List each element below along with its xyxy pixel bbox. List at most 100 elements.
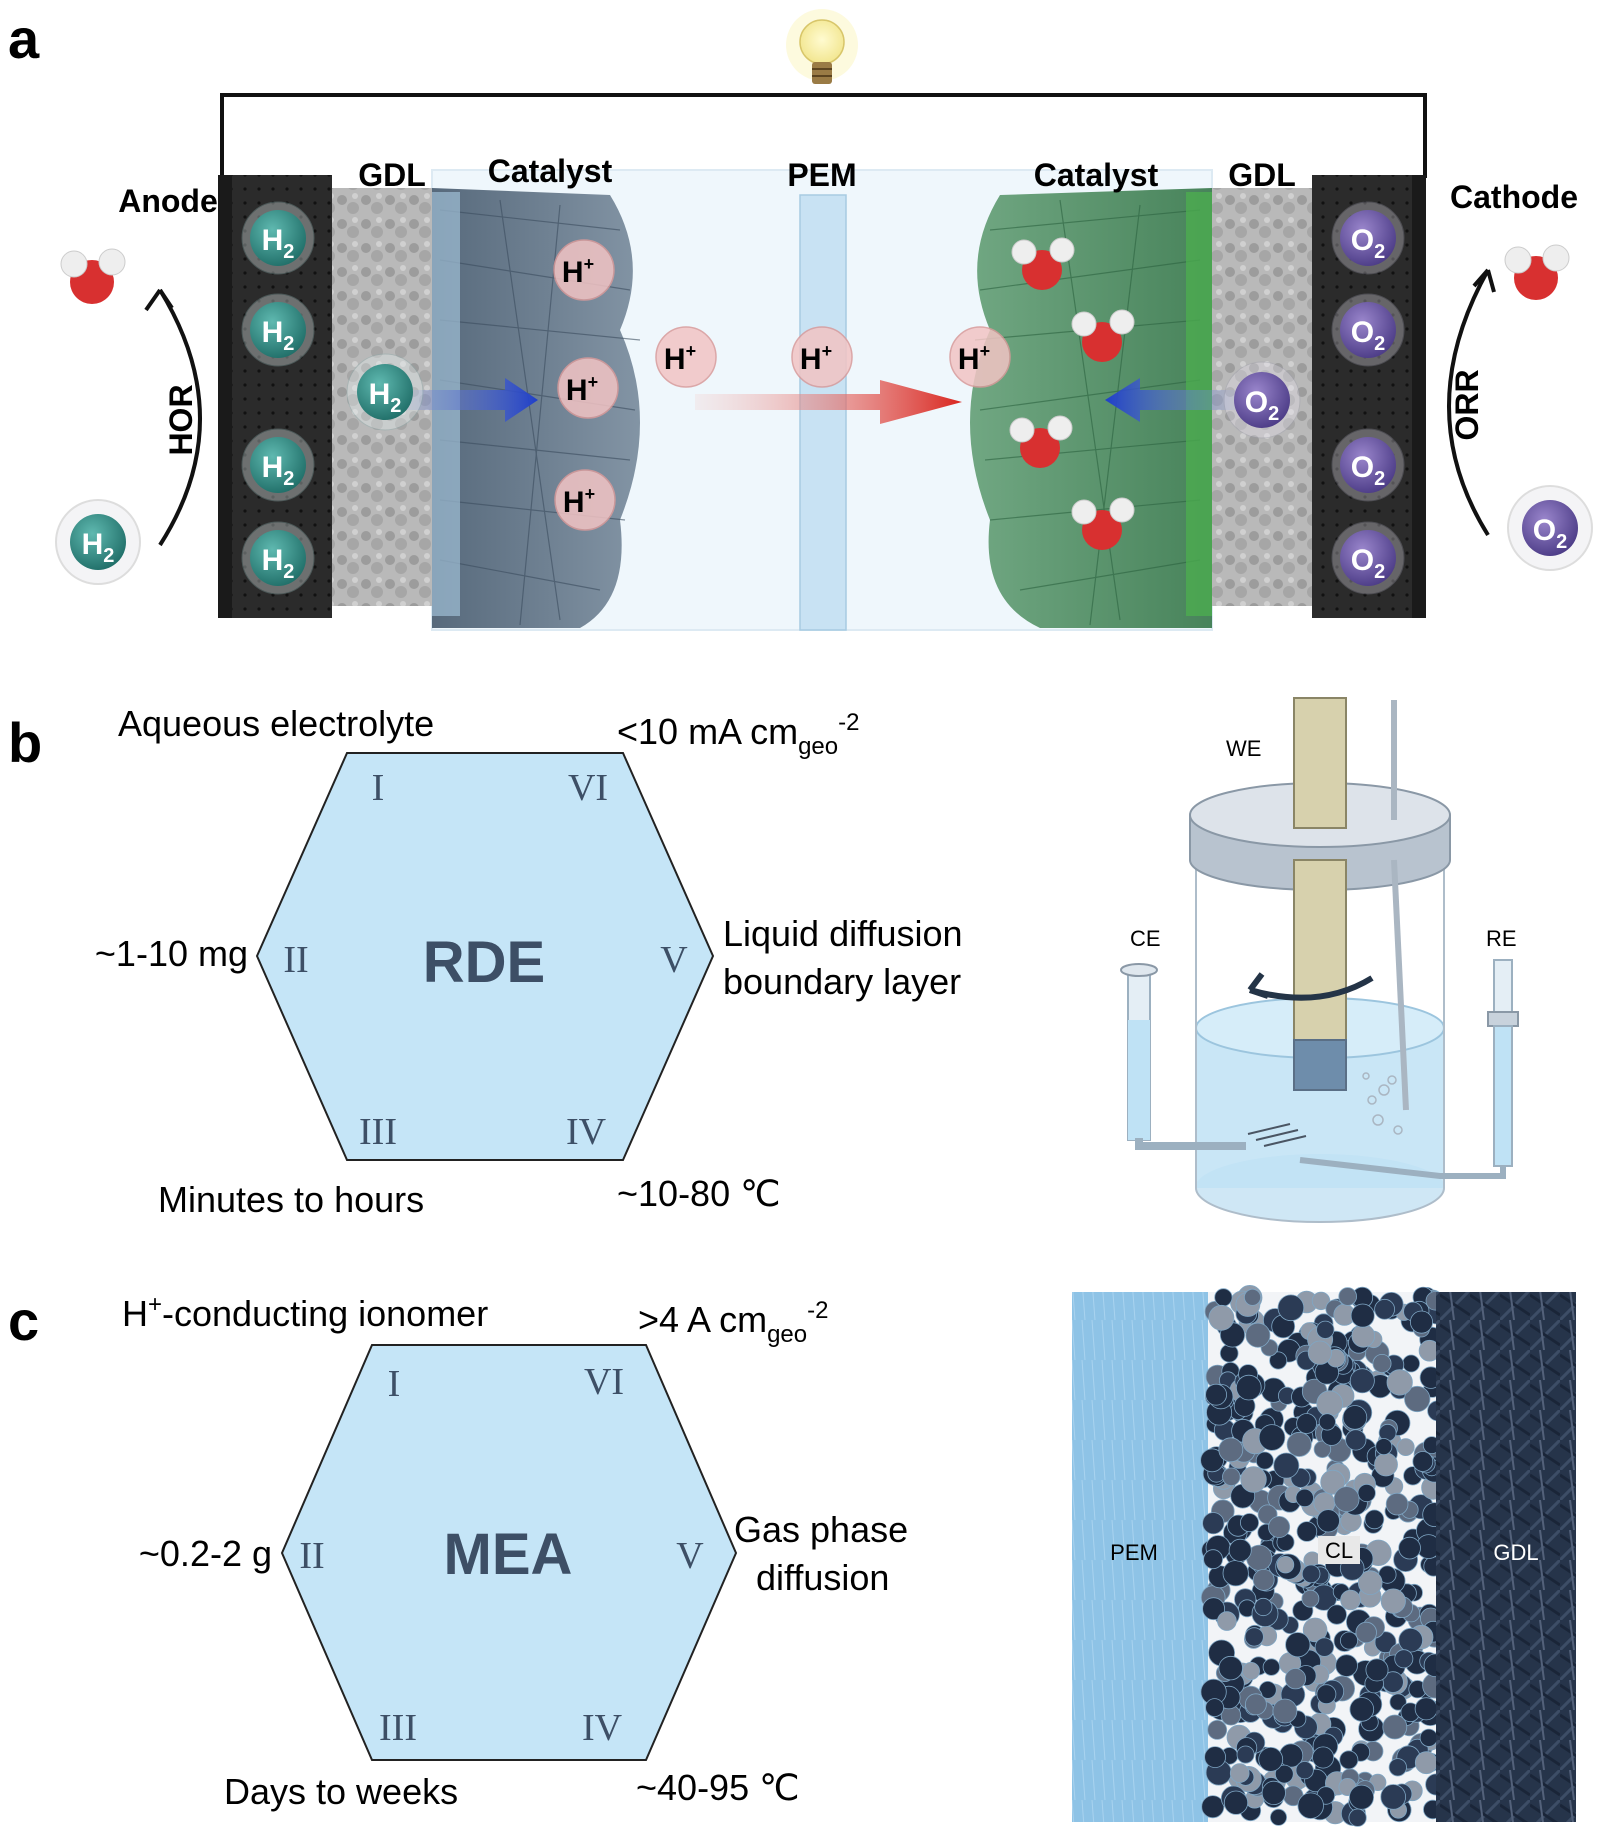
catalyst-particle [1396,1438,1415,1456]
catalyst-particle [1214,1288,1233,1307]
catalyst-particle [1245,1693,1267,1716]
proton: H+ [949,326,1011,388]
hor-arrow: HOR [144,288,202,547]
rde-cell-illustration: WE CE RE [1120,697,1519,1223]
catalyst-particle [1272,1698,1298,1724]
catalyst-particle [1414,1751,1438,1775]
svg-text:H2: H2 [82,528,115,567]
we-label: WE [1226,736,1261,761]
catalyst-particle [1316,1320,1335,1339]
mea-center-label: MEA [444,1522,573,1587]
catalyst-particle [1335,1654,1358,1677]
catalyst-particle [1229,1763,1250,1783]
catalyst-particle [1326,1604,1347,1625]
proton: H+ [557,357,619,419]
catalyst-particle [1240,1513,1260,1533]
svg-text:H+: H+ [566,372,598,407]
catalyst-particle [1254,1597,1273,1617]
catalyst-particle [1286,1431,1312,1457]
rde-transport-line1: Liquid diffusion [723,913,963,954]
catalyst-particle [1398,1536,1421,1560]
orr-label: ORR [1449,369,1485,440]
catalyst-particle [1222,1467,1241,1487]
svg-text:H2: H2 [262,451,295,490]
catalyst-particle [1316,1509,1340,1533]
numeral-v: V [676,1535,704,1577]
mea-current-text: >4 A cmgeo-2 [638,1297,828,1348]
catalyst-particle [1365,1658,1389,1682]
svg-text:H2: H2 [262,544,295,583]
catalyst-particle [1380,1784,1406,1810]
catalyst-particle [1351,1324,1376,1348]
numeral-iv: IV [566,1111,607,1153]
catalyst-particle [1414,1697,1438,1721]
numeral-v: V [660,939,688,981]
gdl-layer [1436,1292,1576,1822]
catalyst-particle [1345,1429,1367,1451]
pem-layer-label: PEM [1110,1540,1158,1565]
catalyst-particle [1340,1631,1359,1650]
rde-temperature-text: ~10-80 ℃ [617,1173,781,1214]
proton: H+ [554,469,616,531]
cathode-catalyst-layer [970,188,1212,628]
catalyst-particle [1204,1746,1226,1768]
catalyst-particle [1348,1808,1367,1827]
catalyst-particle [1269,1351,1288,1370]
catalyst-particle [1295,1488,1314,1508]
catalyst-particle [1203,1549,1223,1570]
gdl-left-label: GDL [358,157,426,193]
numeral-iv: IV [582,1707,623,1749]
numeral-iii: III [359,1111,397,1153]
svg-text:H+: H+ [563,484,595,519]
catalyst-particle [1208,1304,1235,1331]
catalyst-particle [1296,1413,1317,1434]
catalyst-particle [1372,1354,1392,1374]
o2-molecule: O2 [1331,201,1405,275]
h2-molecule: H2 [346,353,424,431]
proton: H+ [791,326,853,388]
panel-a-label: a [8,7,40,70]
mea-cross-section: PEM CL GDL [1072,1285,1576,1827]
cathode-plate-edge [1412,175,1426,618]
catalyst-left-label: Catalyst [488,153,613,189]
catalyst-particle [1349,1784,1375,1810]
numeral-iii: III [379,1707,417,1749]
water-molecule-icon [60,248,126,304]
water-molecule-icon [1009,415,1073,468]
catalyst-particle [1374,1631,1397,1654]
water-molecule-icon [1071,309,1135,362]
proton: H+ [553,239,615,301]
catalyst-particle [1382,1714,1408,1740]
catalyst-particle [1228,1538,1252,1562]
proton-flow-arrow [695,380,962,424]
catalyst-particle [1202,1597,1225,1621]
catalyst-particle [1276,1555,1295,1574]
catalyst-particle [1236,1745,1255,1764]
catalyst-particle [1350,1303,1375,1328]
rde-center-label: RDE [423,930,545,995]
svg-text:O2: O2 [1533,514,1567,553]
catalyst-particle [1255,1451,1274,1470]
orr-arrow: ORR [1447,268,1496,537]
hor-label: HOR [163,384,199,455]
svg-text:H+: H+ [562,254,594,289]
catalyst-particle [1296,1521,1318,1542]
catalyst-particle [1297,1792,1324,1819]
catalyst-particle [1244,1627,1264,1647]
catalyst-particle [1374,1452,1398,1477]
catalyst-particle [1277,1294,1305,1322]
catalyst-right-label: Catalyst [1034,157,1159,193]
h2-flow-arrow [395,378,538,422]
catalyst-particle [1357,1570,1383,1595]
catalyst-particle [1217,1611,1237,1631]
catalyst-particle [1295,1761,1314,1780]
catalyst-particle [1398,1627,1423,1653]
numeral-i: I [388,1363,401,1405]
panel-c-label: c [8,1289,39,1352]
pem-label: PEM [787,157,856,193]
mea-ionomer-text: H+-conducting ionomer [122,1291,488,1334]
catalyst-particle [1388,1758,1407,1777]
pem-layer [1072,1292,1208,1822]
catalyst-particle [1389,1693,1407,1711]
